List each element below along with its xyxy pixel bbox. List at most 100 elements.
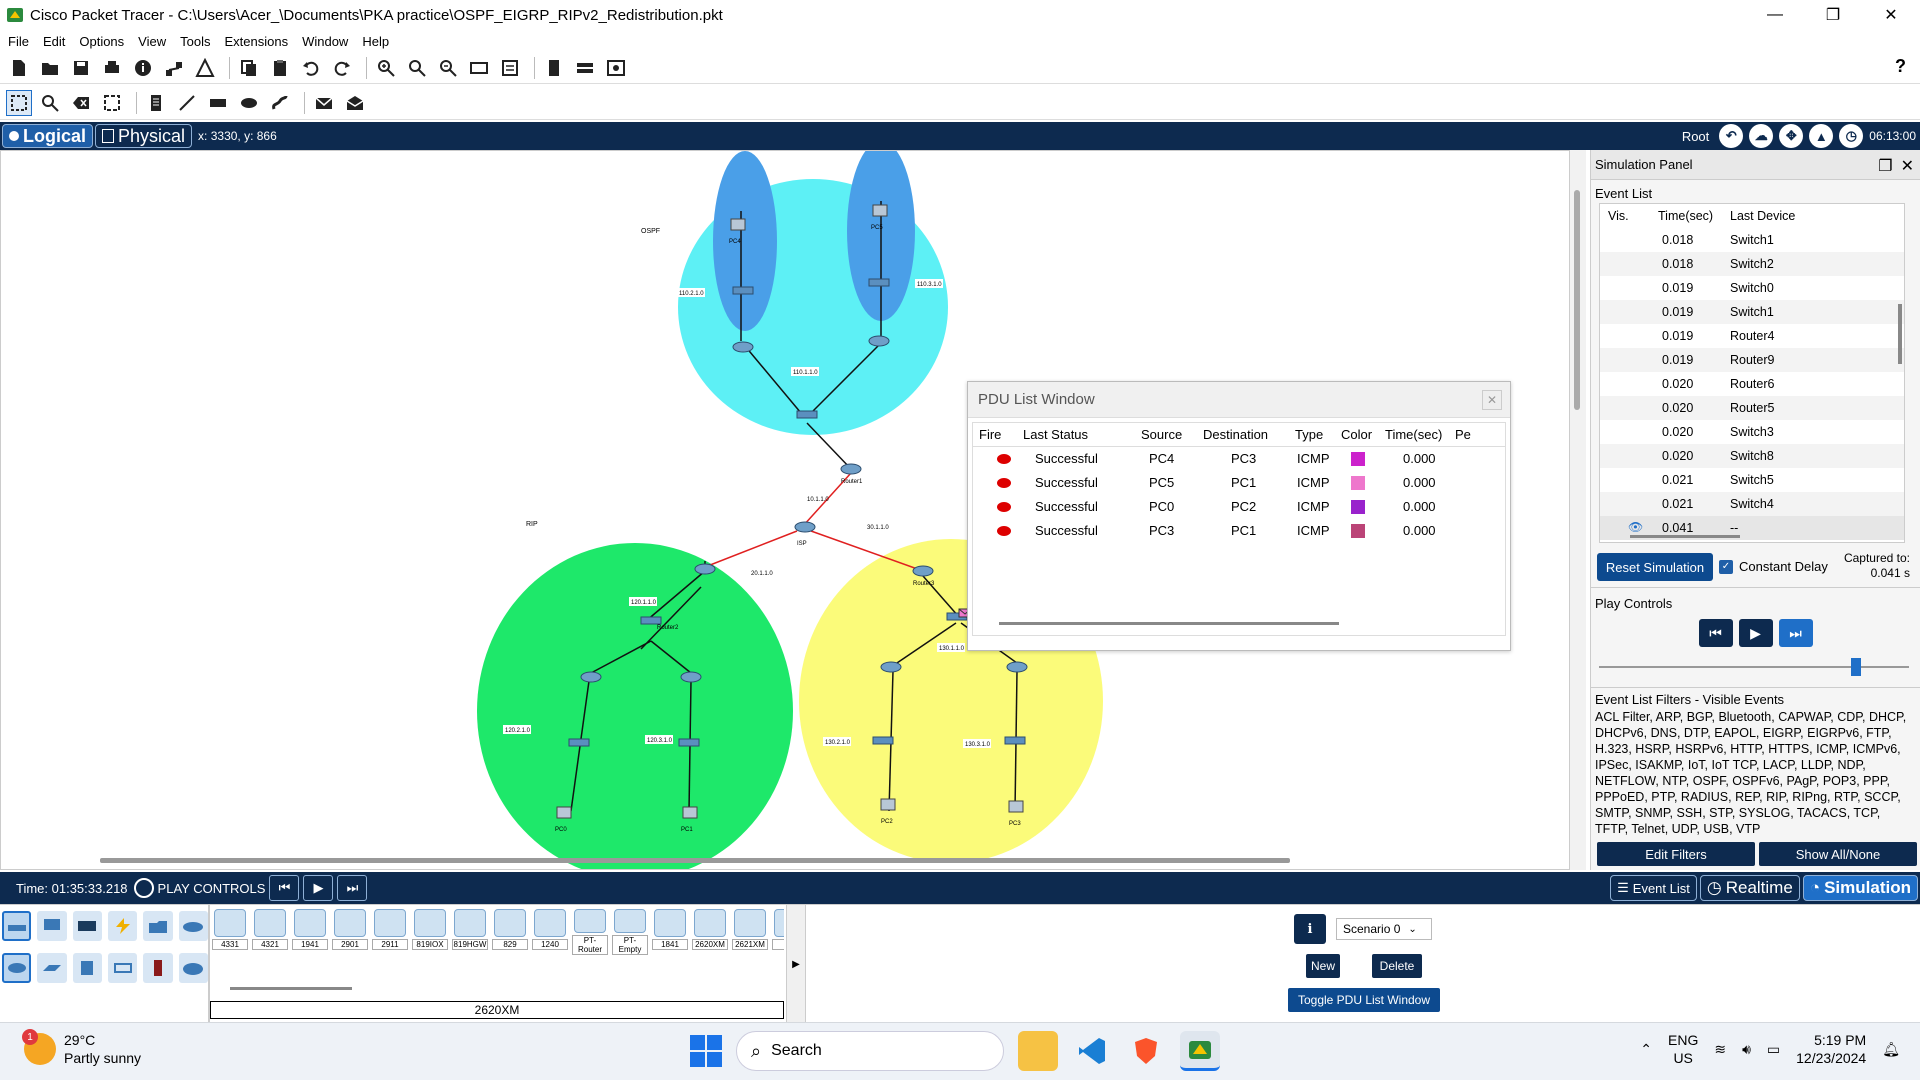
device-model-item[interactable]: 819HGW [452, 909, 488, 955]
open-folder-icon[interactable] [37, 55, 63, 81]
add-simple-pdu-icon[interactable] [311, 90, 337, 116]
routers[interactable] [580, 335, 1028, 683]
panel-splitter-arrow[interactable]: ▶ [786, 905, 806, 1023]
move-object-icon[interactable]: ✥ [1779, 124, 1804, 148]
vscode-icon[interactable] [1072, 1031, 1112, 1071]
end-devices-category-icon[interactable] [37, 911, 67, 941]
redo-icon[interactable] [329, 55, 355, 81]
menu-options[interactable]: Options [79, 33, 125, 49]
delete-scenario-button[interactable]: Delete [1372, 954, 1422, 978]
undo-icon[interactable] [298, 55, 324, 81]
resize-tool-icon[interactable] [99, 90, 125, 116]
pdu-list-window[interactable]: PDU List Window ✕ Fire Last Status Sourc… [967, 381, 1511, 651]
pdu-list-hscroll[interactable] [999, 622, 1339, 625]
select-tool-icon[interactable] [6, 89, 32, 116]
event-header-last-device[interactable]: Last Device [1730, 209, 1796, 223]
simulation-mode-button[interactable]: ◔ Simulation [1802, 875, 1918, 901]
place-note-icon[interactable] [143, 90, 169, 116]
device-model-item[interactable]: PT-Router [572, 909, 608, 955]
new-cluster-icon[interactable]: ☁ [1749, 124, 1774, 148]
step-forward-button[interactable]: ⏭ [1778, 619, 1813, 647]
event-list-hscroll[interactable] [1630, 535, 1740, 538]
pdu-header-type[interactable]: Type [1295, 427, 1324, 442]
hubs-subcategory-icon[interactable] [72, 953, 103, 983]
event-list-vscroll[interactable] [1898, 304, 1902, 364]
show-all-none-button[interactable]: Show All/None [1759, 842, 1917, 866]
menu-file[interactable]: File [8, 33, 29, 49]
menu-edit[interactable]: Edit [42, 33, 66, 49]
menu-view[interactable]: View [138, 33, 167, 49]
components-category-icon[interactable] [72, 911, 103, 941]
device-model-item[interactable]: 1841 [652, 909, 688, 955]
close-window-button[interactable]: ✕ [1884, 7, 1898, 24]
print-icon[interactable] [99, 55, 125, 81]
language-indicator[interactable]: ENG US [1668, 1031, 1698, 1067]
draw-line-icon[interactable] [174, 90, 200, 116]
constant-delay-checkbox[interactable]: ✓ Constant Delay [1719, 559, 1828, 574]
realtime-mode-button[interactable]: ◷ Realtime [1699, 875, 1800, 901]
pdu-header-status[interactable]: Last Status [1023, 427, 1089, 442]
switches-subcategory-icon[interactable] [37, 953, 67, 983]
menu-extensions[interactable]: Extensions [224, 33, 289, 49]
menu-tools[interactable]: Tools [180, 33, 211, 49]
zoom-reset-icon[interactable] [404, 55, 430, 81]
slider-knob[interactable] [1851, 658, 1861, 676]
fire-icon[interactable] [997, 502, 1011, 512]
event-list-toggle[interactable]: ☰ Event List [1610, 875, 1697, 901]
new-scenario-button[interactable]: New [1306, 954, 1340, 978]
event-header-vis[interactable]: Vis. [1608, 209, 1629, 223]
device-models-scrollbar[interactable] [230, 987, 352, 990]
draw-rectangle-icon[interactable] [205, 90, 231, 116]
scenario-info-icon[interactable]: i [1294, 914, 1326, 944]
bottom-step-forward-button[interactable]: ⏭ [337, 875, 368, 901]
wireless-subcategory-icon[interactable] [108, 953, 138, 983]
minimize-button[interactable]: — [1767, 6, 1783, 23]
weather-widget[interactable]: 1 29°C Partly sunny [22, 1029, 141, 1067]
scenario-select[interactable]: Scenario 0 ⌄ [1336, 918, 1432, 940]
device-model-item[interactable]: 2 [772, 909, 784, 955]
notes-icon[interactable] [541, 55, 567, 81]
device-model-item[interactable]: 819IOX [412, 909, 448, 955]
drawing-palette-icon[interactable] [466, 55, 492, 81]
freeform-icon[interactable] [267, 90, 293, 116]
packet-tracer-taskbar-icon[interactable] [1180, 1031, 1220, 1071]
checkbox-checked-icon[interactable]: ✓ [1719, 559, 1733, 574]
delete-tool-icon[interactable] [68, 90, 94, 116]
device-model-item[interactable]: 4321 [252, 909, 288, 955]
battery-icon[interactable]: ▭ [1766, 1040, 1781, 1057]
file-explorer-icon[interactable] [1018, 1031, 1058, 1071]
save-icon[interactable] [68, 55, 94, 81]
wifi-icon[interactable]: ≋ [1714, 1040, 1727, 1057]
security-subcategory-icon[interactable] [143, 953, 173, 983]
device-model-item[interactable]: 4331 [212, 909, 248, 955]
device-model-item[interactable]: 829 [492, 909, 528, 955]
step-back-button[interactable]: ⏮ [1698, 619, 1733, 647]
viewport-icon[interactable] [572, 55, 598, 81]
play-speed-slider[interactable] [1599, 655, 1912, 679]
pdu-header-time[interactable]: Time(sec) [1385, 427, 1443, 442]
bottom-step-back-button[interactable]: ⏮ [269, 875, 300, 901]
fire-icon[interactable] [997, 478, 1011, 488]
pcs[interactable] [556, 204, 1024, 819]
device-model-item[interactable]: 2901 [332, 909, 368, 955]
pdu-list-close-button[interactable]: ✕ [1482, 390, 1502, 410]
volume-icon[interactable]: 🔊︎ [1742, 1040, 1751, 1057]
multiuser-category-icon[interactable] [178, 911, 208, 941]
fire-icon[interactable] [997, 454, 1011, 464]
device-model-item[interactable]: 2621XM [732, 909, 768, 955]
device-model-item[interactable]: 2911 [372, 909, 408, 955]
connections-category-icon[interactable] [108, 911, 138, 941]
zoom-out-icon[interactable] [435, 55, 461, 81]
add-complex-pdu-icon[interactable] [342, 90, 368, 116]
pdu-header-source[interactable]: Source [1141, 427, 1183, 442]
